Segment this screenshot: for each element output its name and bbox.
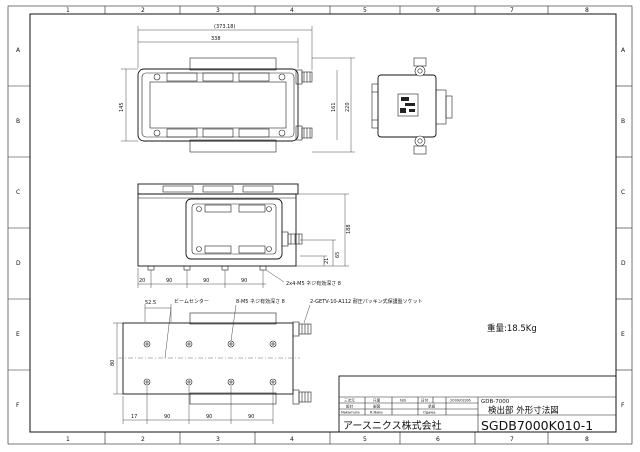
row-label-right: F	[621, 402, 625, 409]
tb-company: アースニクス株式会社	[343, 419, 442, 432]
tb-model: GDB-7000	[481, 399, 510, 405]
tb-name: Ogawa	[423, 411, 435, 415]
column-labels: 1 2 3 4 5 6 7 8 1 2 3 4 5 6 7 8	[66, 7, 589, 443]
tb-label: 三次元	[344, 398, 355, 403]
dim-front-20: 20	[139, 278, 145, 284]
connector-note: 2-GETV-10-A112 耐圧パッキン式保護盤ソケット	[310, 298, 423, 305]
tb-label: 日付	[421, 398, 429, 403]
bottom-view	[113, 304, 312, 424]
dim-front-90c: 90	[241, 278, 247, 284]
row-label-right: A	[621, 47, 626, 54]
front-view	[137, 183, 349, 288]
tb-title: 検出部 外形寸法図	[488, 405, 559, 416]
row-label-left: D	[16, 260, 21, 267]
dim-top-outer-height: 220	[345, 102, 351, 112]
row-label-left: A	[16, 47, 21, 54]
col-label-bottom: 7	[510, 436, 514, 443]
dim-bottom-90c: 90	[248, 414, 254, 420]
tb-drawing-no: SGDB7000K010-1	[481, 418, 593, 433]
title-block-labels: 三次元 尺度 N/S 日付 2009/02/06 設計 製図 承認 Nakamu…	[341, 398, 471, 415]
tb-role: 製図	[373, 404, 381, 409]
col-label-top: 1	[66, 7, 70, 14]
col-label-bottom: 6	[436, 436, 440, 443]
col-label-bottom: 2	[141, 436, 145, 443]
col-label-top: 7	[510, 7, 514, 14]
dim-bottom-17: 17	[131, 414, 137, 420]
row-label-right: E	[621, 331, 625, 338]
col-label-bottom: 1	[66, 436, 70, 443]
row-label-left: F	[16, 402, 20, 409]
dim-front-21: 21	[324, 258, 330, 264]
row-label-right: D	[621, 260, 626, 267]
col-label-top: 8	[585, 7, 589, 14]
row-label-left: C	[16, 189, 20, 196]
col-label-bottom: 8	[585, 436, 589, 443]
row-label-left: E	[16, 331, 20, 338]
col-label-top: 3	[216, 7, 220, 14]
dim-bottom-90a: 90	[164, 414, 170, 420]
tb-label: 2009/02/06	[450, 399, 471, 403]
tb-name: Nakamura	[341, 411, 360, 415]
title-block	[338, 375, 617, 433]
dim-bottom-80: 80	[110, 360, 116, 366]
dim-top-left-height: 145	[119, 102, 125, 112]
col-label-bottom: 3	[216, 436, 220, 443]
side-view	[371, 57, 453, 155]
drawing-frame	[7, 5, 633, 445]
tb-role: 設計	[346, 404, 354, 409]
col-label-top: 2	[141, 7, 145, 14]
dim-bottom-52: 52.5	[145, 300, 156, 306]
dim-front-90b: 90	[203, 278, 209, 284]
top-view	[121, 26, 355, 153]
row-label-right: B	[621, 118, 625, 125]
dim-top-overall: (373.18)	[214, 24, 235, 30]
front-screw-note: 2x4-M5 ネジ有効深さ 8	[286, 280, 341, 287]
dim-front-65: 65	[335, 252, 341, 258]
col-label-top: 5	[363, 7, 367, 14]
tb-name: R.Naka	[370, 411, 383, 415]
col-label-top: 6	[436, 7, 440, 14]
tb-role: 承認	[428, 404, 436, 409]
row-labels: A B C D E F A B C D E F	[16, 47, 626, 409]
col-label-bottom: 4	[290, 436, 294, 443]
dim-top-inner-height: 161	[331, 102, 337, 112]
tb-label: N/S	[400, 399, 407, 403]
col-label-top: 4	[290, 7, 294, 14]
dim-bottom-90b: 90	[206, 414, 212, 420]
dim-front-height: 188	[346, 224, 352, 234]
weight-label: 重量:18.5Kg	[487, 323, 537, 334]
beam-center-label: ビームセンター	[174, 298, 209, 305]
col-label-bottom: 5	[363, 436, 367, 443]
tb-label: 尺度	[373, 398, 381, 403]
dim-front-90a: 90	[166, 278, 172, 284]
bottom-screw-note: 8-M5 ネジ有効深さ 8	[236, 298, 285, 305]
row-label-right: C	[621, 189, 625, 196]
row-label-left: B	[16, 118, 20, 125]
dim-top-width: 338	[211, 36, 221, 42]
